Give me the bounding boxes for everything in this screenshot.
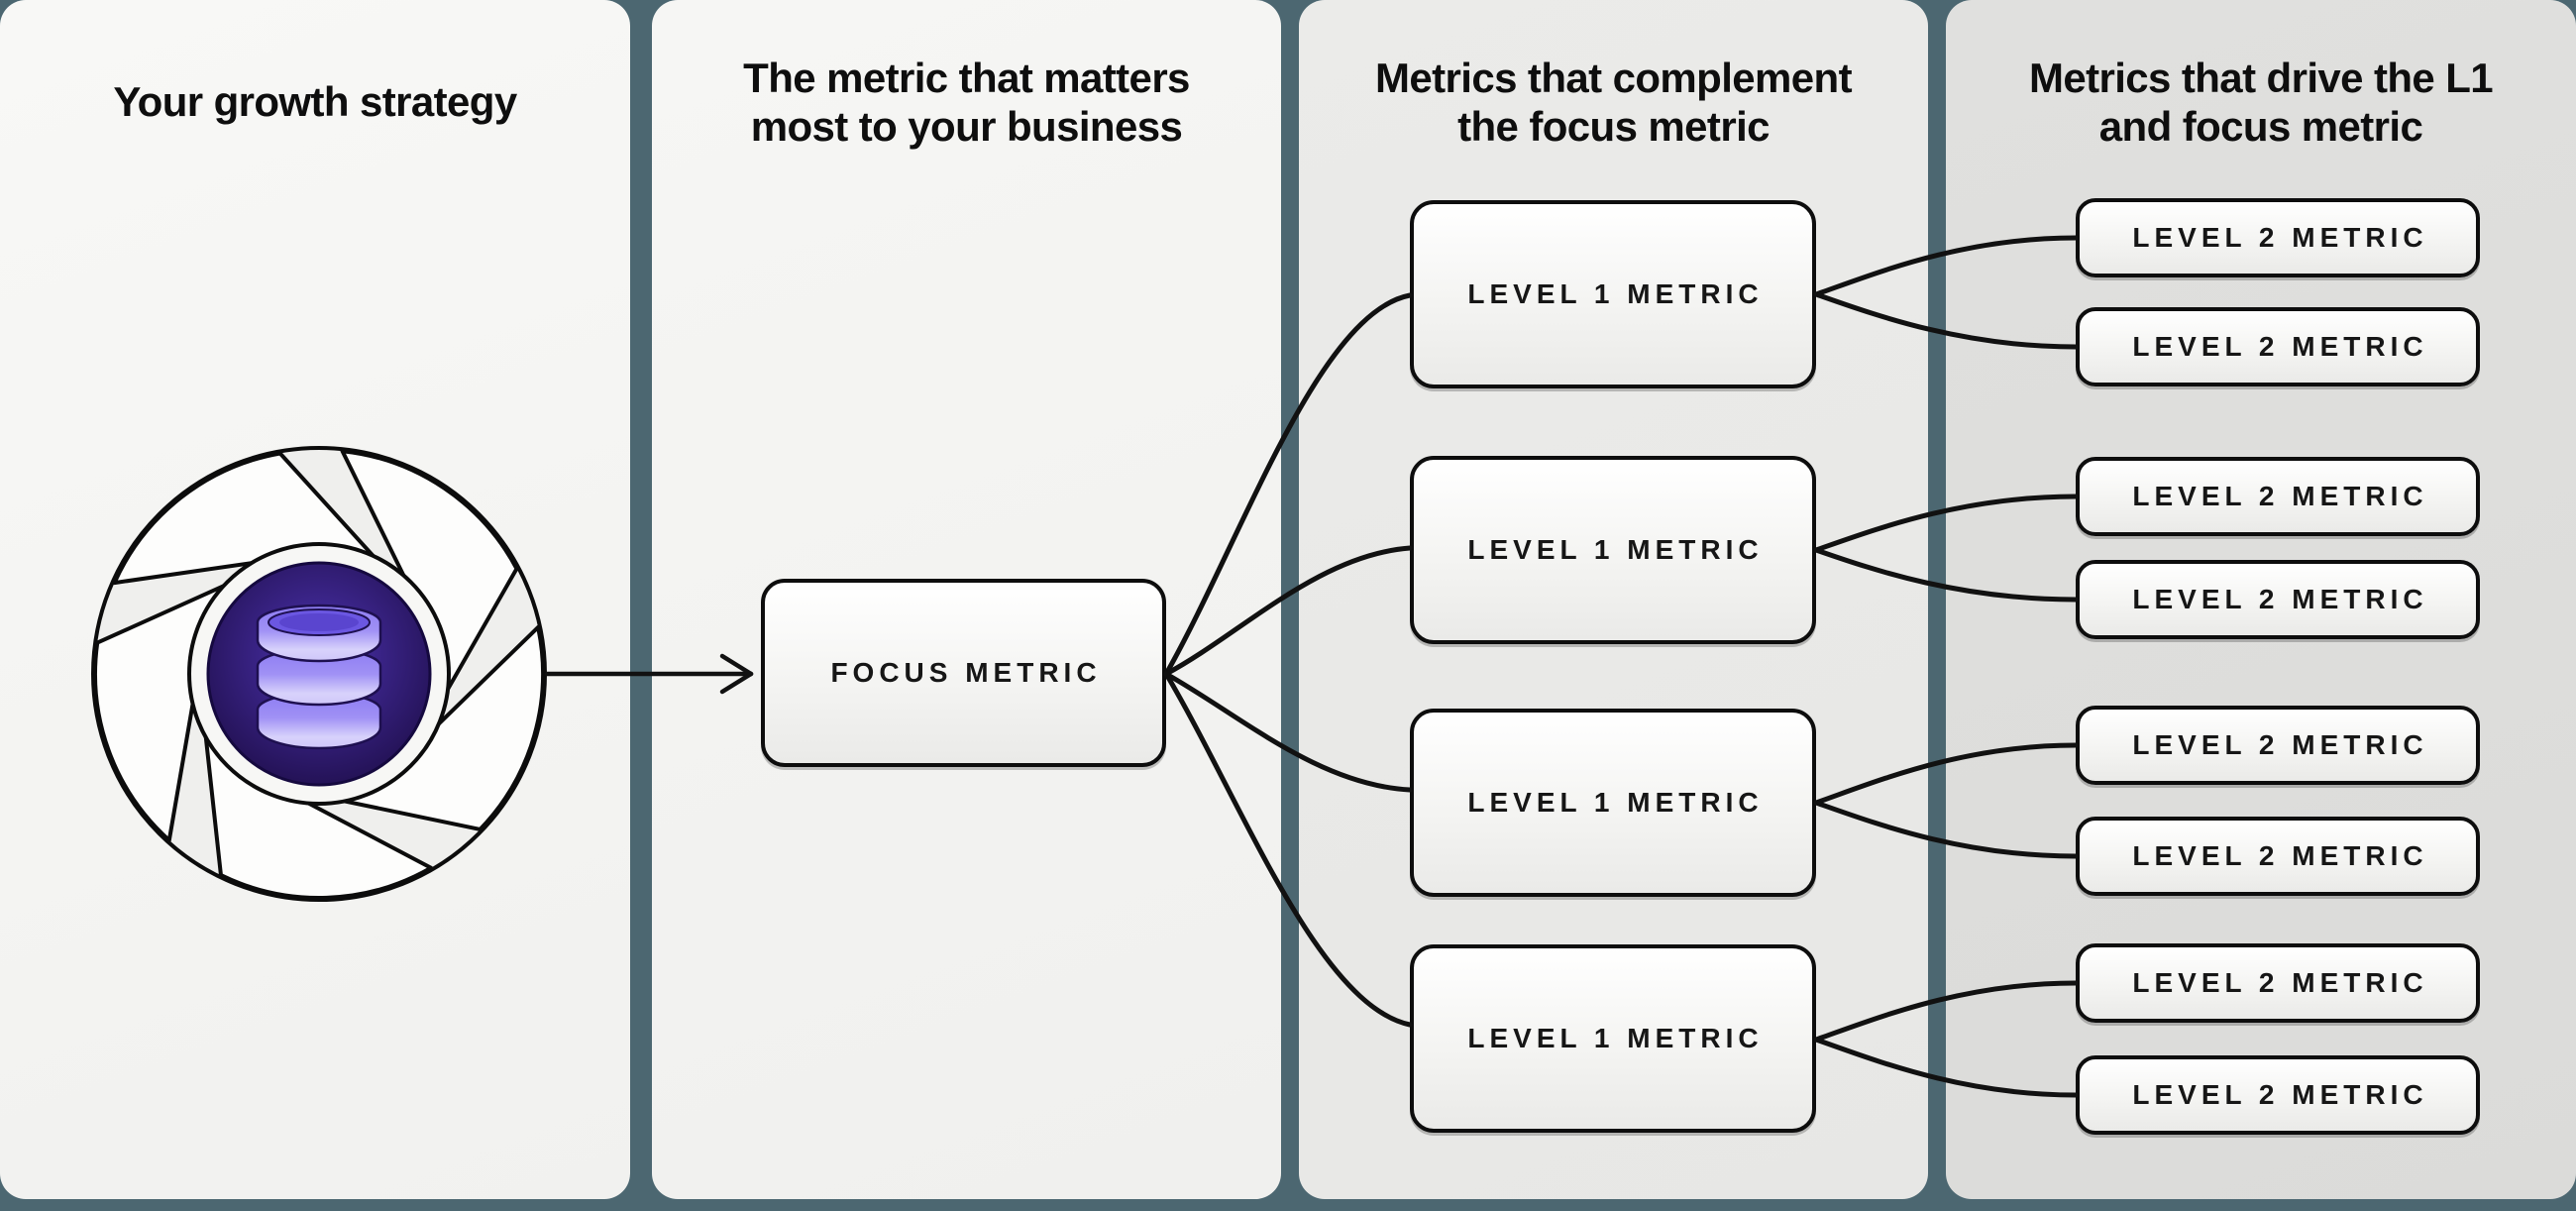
panel-level2-metrics: Metrics that drive the L1 and focus metr… xyxy=(1946,0,2576,1199)
level2-metric-box: LEVEL 2 METRIC xyxy=(2076,1055,2480,1135)
database-icon xyxy=(256,604,382,750)
panel-title-level1-metrics: Metrics that complement the focus metric xyxy=(1375,54,1853,150)
level1-metric-label: LEVEL 1 METRIC xyxy=(1467,278,1764,309)
level2-metric-box: LEVEL 2 METRIC xyxy=(2076,560,2480,639)
level2-metric-label: LEVEL 2 METRIC xyxy=(2132,584,2428,614)
level2-metric-box: LEVEL 2 METRIC xyxy=(2076,943,2480,1023)
level2-metric-label: LEVEL 2 METRIC xyxy=(2132,967,2428,998)
level2-metric-label: LEVEL 2 METRIC xyxy=(2132,840,2428,871)
level2-metric-label: LEVEL 2 METRIC xyxy=(2132,222,2428,253)
panel-level1-metrics: Metrics that complement the focus metric… xyxy=(1299,0,1928,1199)
level2-metric-box: LEVEL 2 METRIC xyxy=(2076,198,2480,277)
panel-focus-metric: The metric that matters most to your bus… xyxy=(652,0,1281,1199)
panel-title-growth-strategy: Your growth strategy xyxy=(113,78,517,126)
panel-title-level2-metrics: Metrics that drive the L1 and focus metr… xyxy=(2028,54,2494,150)
panel-title-focus-metric: The metric that matters most to your bus… xyxy=(743,54,1190,150)
growth-strategy-aperture-icon xyxy=(91,446,547,902)
focus-metric-box: FOCUS METRIC xyxy=(761,579,1166,767)
level1-metric-box: LEVEL 1 METRIC xyxy=(1410,944,1816,1133)
level1-metric-label: LEVEL 1 METRIC xyxy=(1467,534,1764,565)
level2-metric-box: LEVEL 2 METRIC xyxy=(2076,706,2480,785)
focus-metric-label: FOCUS METRIC xyxy=(830,657,1102,688)
level2-metric-label: LEVEL 2 METRIC xyxy=(2132,1079,2428,1110)
level2-metric-label: LEVEL 2 METRIC xyxy=(2132,729,2428,760)
level2-metric-box: LEVEL 2 METRIC xyxy=(2076,457,2480,536)
level1-metric-box: LEVEL 1 METRIC xyxy=(1410,709,1816,897)
level2-metric-label: LEVEL 2 METRIC xyxy=(2132,331,2428,362)
level1-metric-label: LEVEL 1 METRIC xyxy=(1467,1023,1764,1053)
level1-metric-box: LEVEL 1 METRIC xyxy=(1410,200,1816,388)
level2-metric-label: LEVEL 2 METRIC xyxy=(2132,481,2428,511)
level1-metric-label: LEVEL 1 METRIC xyxy=(1467,787,1764,818)
level2-metric-box: LEVEL 2 METRIC xyxy=(2076,817,2480,896)
panel-growth-strategy: Your growth strategy xyxy=(0,0,630,1199)
level1-metric-box: LEVEL 1 METRIC xyxy=(1410,456,1816,644)
level2-metric-box: LEVEL 2 METRIC xyxy=(2076,307,2480,386)
